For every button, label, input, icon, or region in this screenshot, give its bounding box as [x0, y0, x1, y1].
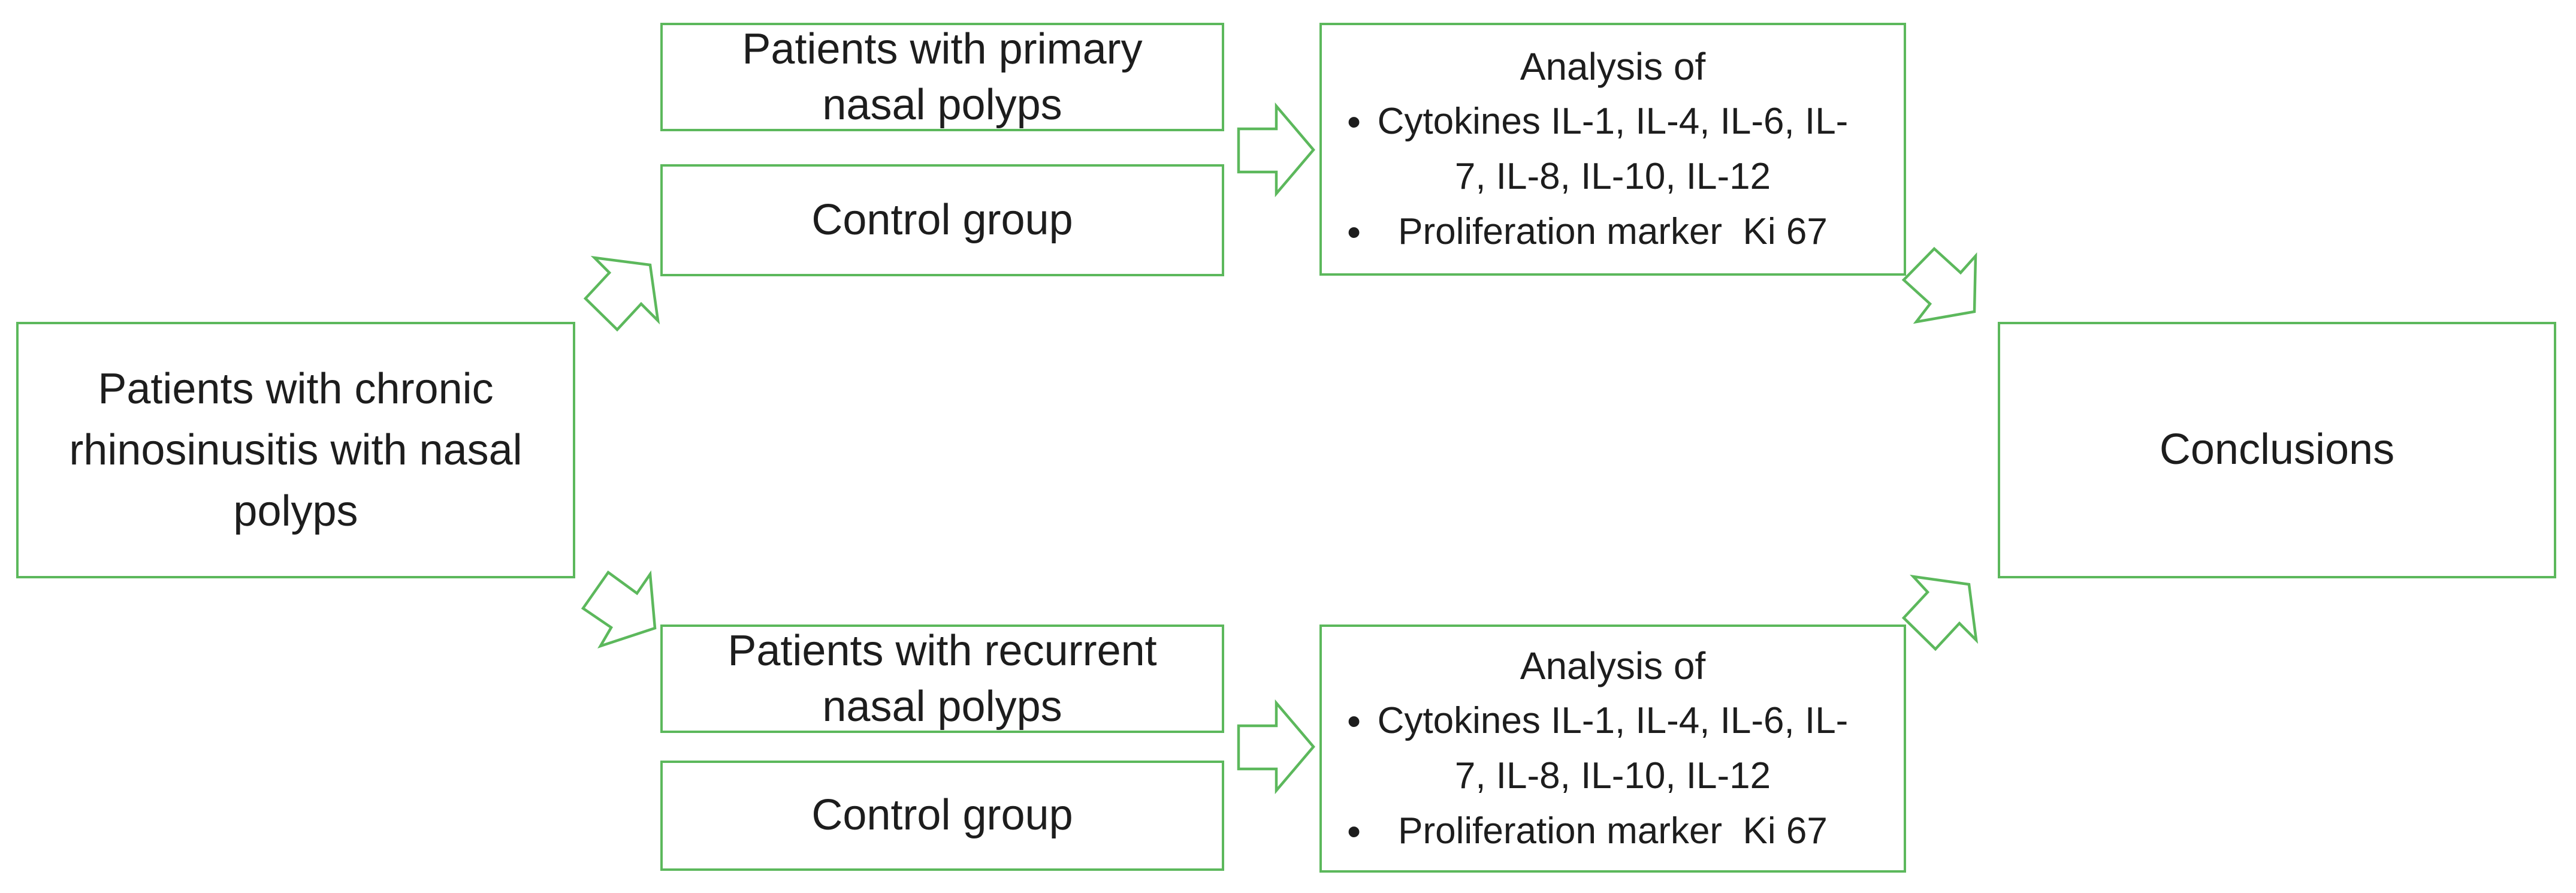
- box-primary-nasal-polyps-patients: Patients with primary nasal polyps: [660, 23, 1224, 131]
- bullet-dot: •: [1347, 99, 1361, 144]
- box-label: Control group: [811, 791, 1073, 840]
- up-right-block-arrow-icon: [583, 255, 660, 332]
- box-label: Patients with primary nasal polyps: [742, 25, 1143, 129]
- analysis-title: Analysis of: [1520, 644, 1706, 687]
- box-recurrent-nasal-polyps-patients: Patients with recurrent nasal polyps: [660, 625, 1224, 733]
- box-label: Conclusions: [2159, 426, 2395, 474]
- bullet-item-cytokines: • Cytokines IL-1, IL-4, IL-6, IL- 7, IL-…: [1322, 693, 1904, 804]
- bullet-dot: •: [1347, 809, 1361, 853]
- analysis-title: Analysis of: [1520, 45, 1706, 88]
- box-control-group-top: Control group: [660, 164, 1224, 276]
- bullet-dot: •: [1347, 699, 1361, 743]
- box-label: Patients with recurrent nasal polyps: [727, 627, 1157, 731]
- bullet-item-cytokines: • Cytokines IL-1, IL-4, IL-6, IL- 7, IL-…: [1322, 94, 1904, 204]
- bullet-text: Cytokines IL-1, IL-4, IL-6, IL- 7, IL-8,…: [1377, 101, 1849, 197]
- down-right-block-arrow-icon: [1901, 246, 1977, 324]
- right-block-arrow-icon: [1237, 699, 1315, 795]
- bullet-dot: •: [1347, 210, 1361, 254]
- bullet-text: Proliferation marker Ki 67: [1398, 810, 1828, 852]
- box-conclusions: Conclusions: [1998, 322, 2556, 578]
- down-right-block-arrow-icon: [581, 570, 657, 648]
- box-analysis-top: Analysis of • Cytokines IL-1, IL-4, IL-6…: [1319, 23, 1906, 276]
- up-right-block-arrow-icon: [1901, 574, 1979, 651]
- bullet-item-proliferation-marker: • Proliferation marker Ki 67: [1322, 804, 1904, 859]
- box-label: Patients with chronic rhinosinusitis wit…: [69, 364, 523, 536]
- bullet-text: Cytokines IL-1, IL-4, IL-6, IL- 7, IL-8,…: [1377, 700, 1849, 797]
- box-chronic-rhinosinusitis-patients: Patients with chronic rhinosinusitis wit…: [16, 322, 575, 578]
- bullet-text: Proliferation marker Ki 67: [1398, 211, 1828, 252]
- right-block-arrow-icon: [1237, 102, 1315, 198]
- box-control-group-bottom: Control group: [660, 761, 1224, 871]
- box-label: Control group: [811, 195, 1073, 244]
- bullet-item-proliferation-marker: • Proliferation marker Ki 67: [1322, 204, 1904, 260]
- box-analysis-bottom: Analysis of • Cytokines IL-1, IL-4, IL-6…: [1319, 625, 1906, 873]
